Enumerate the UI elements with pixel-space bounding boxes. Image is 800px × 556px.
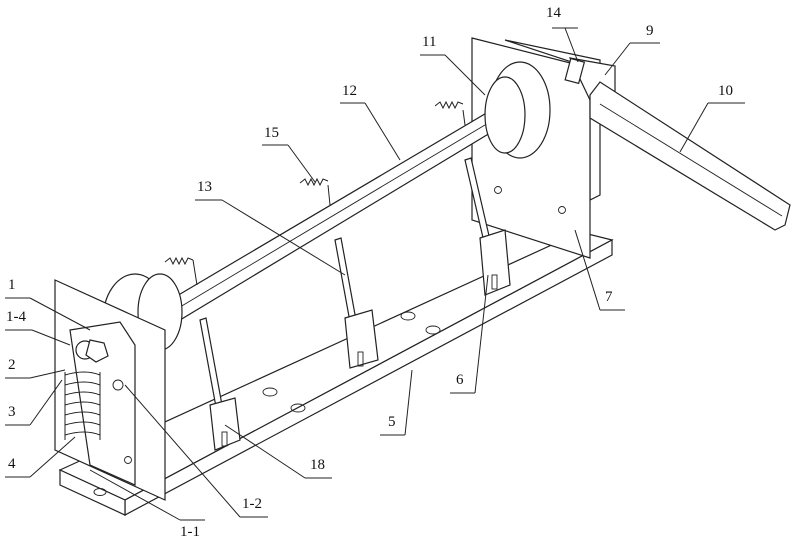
label-1-1: 1-1 <box>180 524 200 540</box>
label-3: 3 <box>8 404 16 420</box>
label-1: 1 <box>8 277 16 293</box>
springs-15 <box>164 100 466 286</box>
label-9: 9 <box>646 23 654 39</box>
label-13: 13 <box>197 179 212 195</box>
label-18: 18 <box>310 457 325 473</box>
leader-lines <box>5 27 745 521</box>
base-plate-5 <box>58 231 614 517</box>
label-1-2: 1-2 <box>242 496 262 512</box>
left-plate-1 <box>54 279 166 501</box>
label-14: 14 <box>546 5 561 21</box>
label-4: 4 <box>8 456 16 472</box>
label-12: 12 <box>342 83 357 99</box>
label-5: 5 <box>388 414 396 430</box>
label-1-4: 1-4 <box>6 309 26 325</box>
label-7: 7 <box>605 289 613 305</box>
label-2: 2 <box>8 357 16 373</box>
label-10: 10 <box>718 83 733 99</box>
label-11: 11 <box>422 34 437 50</box>
link-rods-13 <box>199 157 491 408</box>
spring-3 <box>64 371 101 440</box>
shaft-10 <box>589 81 791 231</box>
label-6: 6 <box>456 372 464 388</box>
label-15: 15 <box>264 125 279 141</box>
